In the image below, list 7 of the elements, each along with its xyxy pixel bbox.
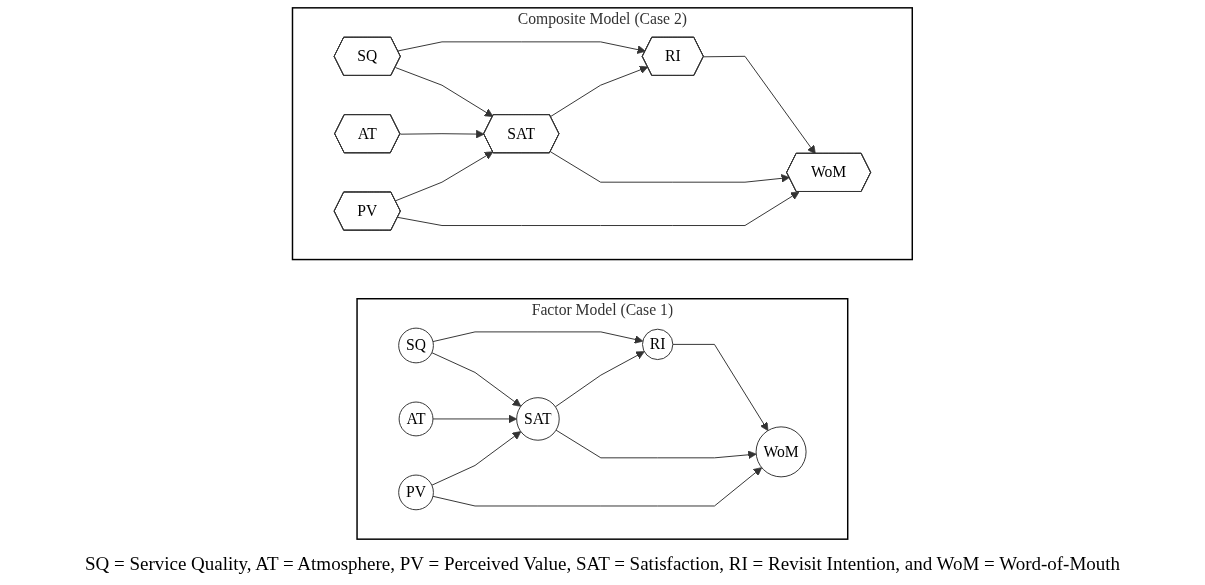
node-circle: RI bbox=[642, 328, 674, 361]
node-circle: SAT bbox=[516, 397, 560, 441]
node-circle: WoM bbox=[755, 426, 807, 478]
node-circle: AT bbox=[398, 401, 434, 437]
caption: SQ = Service Quality, AT = Atmosphere, PV = Perceived Value, SAT = Satisfaction, RI = Revisit Intention, and WoM = Word-of-Mouth bbox=[83, 552, 1122, 576]
node-circle: PV bbox=[398, 474, 434, 511]
node-circle: SQ bbox=[398, 327, 434, 364]
